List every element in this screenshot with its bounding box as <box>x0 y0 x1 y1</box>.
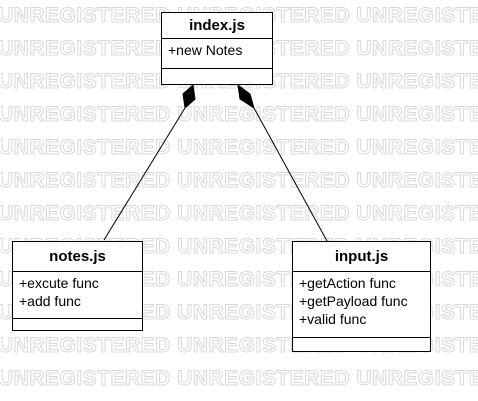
composition-diamond-input <box>237 83 255 110</box>
operation-compartment <box>162 69 272 79</box>
attribute: +excute func <box>19 275 99 291</box>
attribute: +add func <box>19 293 81 309</box>
class-name: index.js <box>162 13 272 39</box>
class-notes[interactable]: notes.js +excute func +add func <box>12 241 143 331</box>
attribute: +new Notes <box>168 42 243 58</box>
operation-compartment <box>13 319 142 329</box>
class-name: notes.js <box>13 242 142 272</box>
class-name: input.js <box>293 242 430 272</box>
composition-edge-input <box>253 107 328 242</box>
attribute-compartment: +new Notes <box>162 39 272 69</box>
class-index[interactable]: index.js +new Notes <box>161 12 273 85</box>
class-input[interactable]: input.js +getAction func +getPayload fun… <box>292 241 431 352</box>
attribute-compartment: +excute func +add func <box>13 272 142 319</box>
attribute: +getAction func <box>299 275 396 291</box>
composition-diamond-notes <box>182 84 196 109</box>
operation-compartment <box>293 338 430 348</box>
composition-edge-notes <box>103 107 186 241</box>
attribute: +valid func <box>299 311 367 327</box>
attribute-compartment: +getAction func +getPayload func +valid … <box>293 272 430 338</box>
attribute: +getPayload func <box>299 293 408 309</box>
